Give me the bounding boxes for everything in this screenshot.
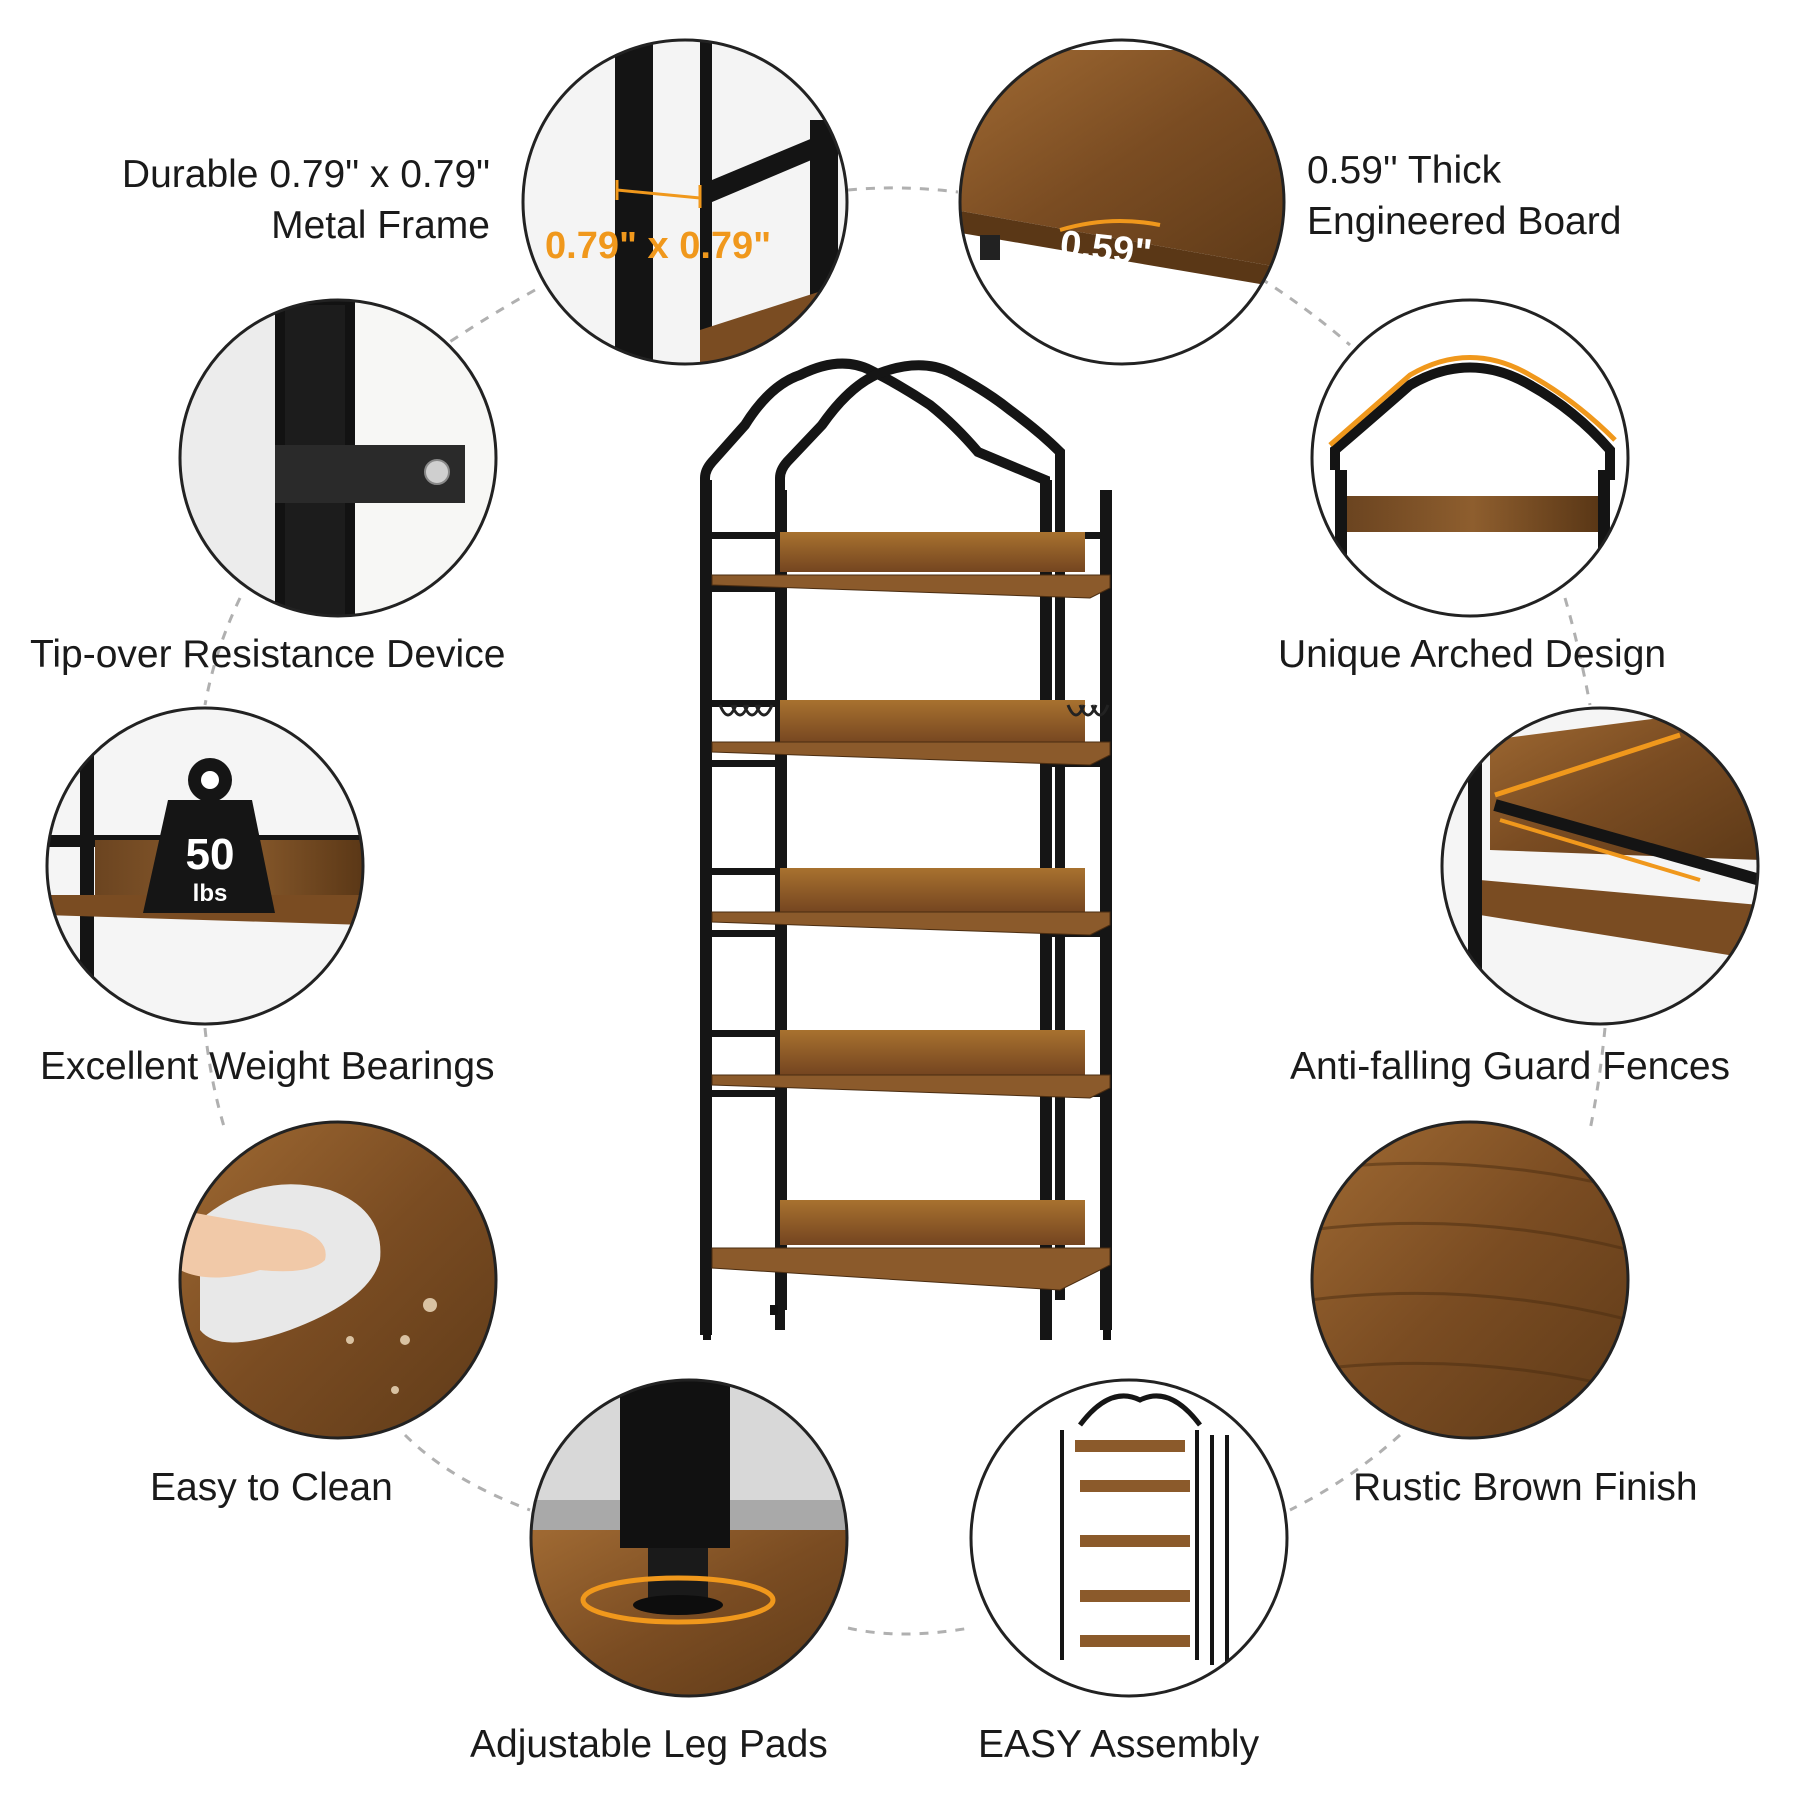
tip-over-label: Tip-over Resistance Device <box>30 633 506 676</box>
water-drop-icon <box>423 1298 437 1312</box>
shelf-tier-3 <box>711 868 1111 936</box>
circle-rustic-finish <box>1310 1120 1630 1440</box>
assembly-label: EASY Assembly <box>978 1723 1260 1766</box>
shelf-tier-5 <box>711 1200 1111 1291</box>
shelf-tier-1 <box>711 532 1111 599</box>
bookshelf-illustration <box>700 358 1112 1340</box>
circle-assembly <box>969 1378 1289 1698</box>
metal-frame-label: Durable 0.79" x 0.79" Metal Frame <box>40 150 490 251</box>
hooks-left <box>718 704 774 717</box>
metal-frame-label-line1: Durable 0.79" x 0.79" <box>121 153 490 196</box>
dashed-connector-ring <box>203 186 1607 1636</box>
board-label-line2: Engineered Board <box>1307 199 1622 243</box>
measure-arrow-icon <box>615 180 702 208</box>
leg-pads-label: Adjustable Leg Pads <box>470 1723 828 1766</box>
weight-label: Excellent Weight Bearings <box>40 1045 495 1088</box>
weight-badge-value: 50 <box>185 830 235 879</box>
circle-arched <box>1310 298 1630 618</box>
circle-tip-over <box>178 298 498 618</box>
board-label: 0.59'' Thick Engineered Board <box>1307 146 1621 247</box>
curve-arrow-icon <box>1059 219 1161 232</box>
clean-label: Easy to Clean <box>150 1466 393 1509</box>
arched-label: Unique Arched Design <box>1278 633 1667 676</box>
rotate-arrow-icon <box>580 1575 776 1625</box>
circle-engineered-board <box>958 38 1286 366</box>
circle-metal-frame <box>521 38 849 366</box>
hooks-right <box>1066 704 1110 717</box>
shelf-tier-2 <box>711 700 1111 766</box>
hand-icon <box>180 1210 326 1278</box>
circle-guard-fences <box>1440 706 1760 1026</box>
circle-leg-pads <box>529 1378 849 1698</box>
shelf-tier-4 <box>711 1030 1111 1099</box>
metal-frame-callout: 0.79" x 0.79" <box>545 225 772 267</box>
guard-label: Anti-falling Guard Fences <box>1290 1045 1731 1088</box>
board-label-line1: 0.59'' Thick <box>1307 149 1502 192</box>
circle-weight <box>45 706 365 1026</box>
weight-icon <box>143 758 275 913</box>
finish-label: Rustic Brown Finish <box>1353 1466 1698 1509</box>
circle-easy-clean <box>178 1120 498 1440</box>
metal-frame-label-line2: Metal Frame <box>271 203 490 247</box>
weight-badge-unit: lbs <box>192 880 228 907</box>
